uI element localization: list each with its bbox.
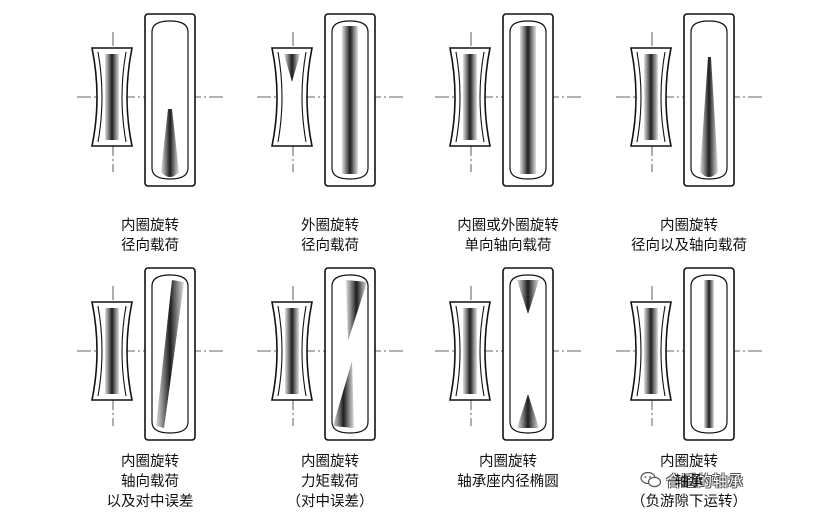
inner-ring-edge-left <box>455 51 461 143</box>
outer-ring-raceway <box>509 274 547 434</box>
outer-ring-load-zone-top <box>346 280 367 341</box>
outer-ring <box>502 267 554 441</box>
outer-ring <box>144 13 196 187</box>
caption-line: 轴承座内径椭圆 <box>457 474 559 490</box>
caption-line: 径向载荷 <box>121 238 179 254</box>
caption-line: 内圈或外圈旋转 <box>457 218 559 234</box>
inner-ring-edge-left <box>277 305 283 397</box>
caption-line: （负游隙下运转） <box>631 494 747 510</box>
caption-inner-rotating-misalign: 内圈旋转轴向载荷以及对中误差 <box>70 452 230 512</box>
caption-line: 轴承 <box>674 474 704 490</box>
outer-ring-load-zone <box>704 280 714 428</box>
caption-inner-rotating-moment: 内圈旋转力矩载荷 （对中误差） <box>250 452 410 512</box>
caption-line: 内圈旋转 <box>121 454 179 470</box>
bearing-diagram-inner-rotating-preload <box>616 267 764 441</box>
inner-ring-edge-left <box>636 51 642 143</box>
outer-ring-load-zone <box>700 57 718 177</box>
outer-ring-raceway <box>331 274 369 434</box>
outer-ring-raceway <box>690 274 728 434</box>
caption-line: 轴向载荷 <box>121 474 179 490</box>
inner-ring-edge-left <box>97 51 103 143</box>
inner-ring-load-zone <box>105 308 119 394</box>
inner-ring-load-zone <box>463 308 477 394</box>
outer-ring-load-zone-bottom <box>517 394 539 428</box>
watermark: 合适的轴承 <box>640 466 840 494</box>
watermark-text: 合适的轴承 <box>666 471 744 490</box>
inner-ring-load-zone <box>463 54 477 140</box>
outer-ring-raceway <box>509 20 547 180</box>
bearing-diagram-outer-rotating-radial <box>257 13 405 187</box>
bearing-diagram-inner-rotating-radial <box>77 13 225 187</box>
inner-ring-load-zone <box>644 54 658 140</box>
inner-ring-load-zone <box>644 308 658 394</box>
inner-ring-edge-left <box>277 51 283 143</box>
caption-line: 内圈旋转 <box>660 218 718 234</box>
inner-ring-load-zone <box>284 54 300 82</box>
inner-ring-edge-right <box>121 51 127 143</box>
caption-line: 以及对中误差 <box>106 494 194 510</box>
inner-ring-edge-right <box>660 305 666 397</box>
caption-line: 内圈旋转 <box>301 454 359 470</box>
outer-ring-load-zone <box>520 26 536 174</box>
inner-ring-load-zone <box>285 308 299 394</box>
inner-ring-edge-right <box>479 305 485 397</box>
outer-ring-load-zone-bottom <box>333 361 354 428</box>
inner-ring-load-zone <box>105 54 119 140</box>
inner-ring-edge-right <box>301 305 307 397</box>
bearing-diagram-inner-rotating-misalign <box>77 267 225 441</box>
caption-line: 内圈旋转 <box>121 218 179 234</box>
caption-line: 径向以及轴向载荷 <box>631 238 747 254</box>
caption-line: （对中误差） <box>286 494 374 510</box>
inner-ring-edge-right <box>121 305 127 397</box>
inner-ring-edge-left <box>455 305 461 397</box>
inner-ring-edge-right <box>479 51 485 143</box>
bearing-diagram-either-rotating-axial <box>435 13 583 187</box>
outer-ring <box>324 267 376 441</box>
outer-ring-load-zone <box>161 109 179 177</box>
caption-line: 外圈旋转 <box>301 218 359 234</box>
caption-line: 内圈旋转 <box>479 454 537 470</box>
inner-ring-edge-left <box>97 305 103 397</box>
inner-ring-edge-right <box>301 51 307 143</box>
outer-ring-load-zone <box>342 26 358 174</box>
outer-ring-raceway <box>331 20 369 180</box>
wechat-icon <box>640 471 662 488</box>
bearing-diagram-inner-rotating-oval-housing <box>435 267 583 441</box>
caption-outer-rotating-radial: 外圈旋转径向载荷 <box>250 216 410 256</box>
inner-ring-edge-left <box>636 305 642 397</box>
inner-ring <box>271 47 313 147</box>
caption-line: 力矩载荷 <box>301 474 359 490</box>
bearing-diagram-inner-rotating-combined <box>616 13 764 187</box>
outer-ring-raceway <box>690 20 728 180</box>
outer-ring-raceway <box>151 20 189 180</box>
caption-inner-rotating-radial: 内圈旋转径向载荷 <box>70 216 230 256</box>
caption-inner-rotating-preload: 内圈旋转轴承 （负游隙下运转） <box>609 452 769 512</box>
bearing-diagram-inner-rotating-moment <box>257 267 405 441</box>
caption-inner-rotating-combined: 内圈旋转径向以及轴向载荷 <box>609 216 769 256</box>
caption-inner-rotating-oval-housing: 内圈旋转轴承座内径椭圆 <box>428 452 588 492</box>
outer-ring-raceway <box>151 274 189 434</box>
outer-ring-load-zone <box>156 280 184 428</box>
caption-either-rotating-axial: 内圈或外圈旋转单向轴向载荷 <box>428 216 588 256</box>
caption-line: 径向载荷 <box>301 238 359 254</box>
caption-line: 单向轴向载荷 <box>464 238 552 254</box>
outer-ring-load-zone-top <box>517 280 539 314</box>
caption-line: 内圈旋转 <box>660 454 718 470</box>
inner-ring-edge-right <box>660 51 666 143</box>
